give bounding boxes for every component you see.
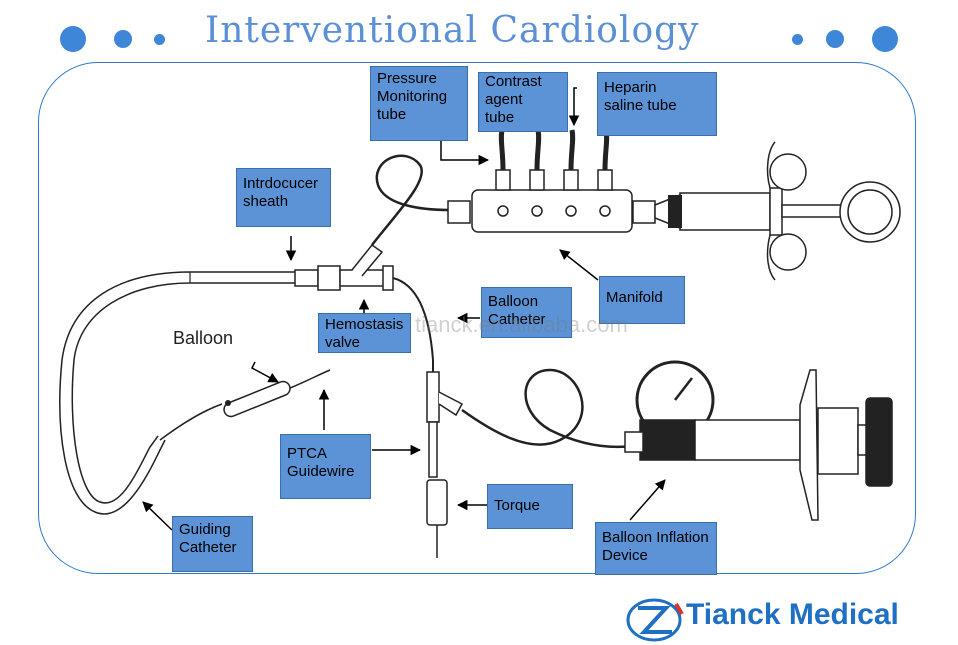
label-guiding-catheter: Guiding Catheter bbox=[172, 516, 253, 572]
page-title: Interventional Cardiology bbox=[205, 10, 700, 51]
title-dot-right-large bbox=[872, 26, 898, 52]
label-heparin-saline-tube: Heparin saline tube bbox=[597, 72, 717, 136]
guiding-catheter-shape bbox=[59, 271, 295, 515]
manifold-shape bbox=[447, 169, 656, 233]
watermark: tianck.en.alibaba.com bbox=[415, 312, 628, 337]
label-contrast-agent-tube: Contrast agent tube bbox=[478, 72, 568, 132]
inflation-device-shape bbox=[624, 360, 893, 521]
title-dot-left-large bbox=[60, 26, 86, 52]
title-dot-left-small bbox=[154, 34, 165, 45]
label-manifold: Manifold bbox=[599, 276, 685, 324]
label-pressure-monitoring-tube: Pressure Monitoring tube bbox=[370, 66, 468, 141]
balloon-catheter-line bbox=[392, 277, 434, 375]
title-dot-right-medium bbox=[826, 30, 844, 48]
title-dot-left-medium bbox=[114, 30, 132, 48]
syringe-plunger-tip bbox=[668, 195, 682, 228]
balloon-shape bbox=[159, 369, 331, 441]
label-arrows bbox=[142, 87, 666, 531]
label-balloon-catheter: Balloon Catheter bbox=[481, 287, 572, 338]
syringe-shape bbox=[654, 141, 901, 281]
inflation-tubing bbox=[461, 368, 641, 449]
torque-shape bbox=[426, 479, 448, 558]
label-ptca-guidewire: PTCA Guidewire bbox=[280, 434, 371, 499]
label-balloon: Balloon bbox=[173, 328, 234, 348]
label-torque: Torque bbox=[487, 484, 573, 529]
label-introducer-sheath: Intrdocucer sheath bbox=[236, 168, 331, 227]
label-balloon-inflation-device: Balloon Inflation Device bbox=[595, 522, 717, 575]
tubing-to-manifold bbox=[371, 154, 451, 246]
brand-name: Tianck Medical bbox=[686, 598, 899, 631]
title-dot-right-small bbox=[792, 34, 803, 45]
label-hemostasis-valve: Hemostasis valve bbox=[318, 313, 411, 353]
manifold-tubes bbox=[498, 129, 610, 171]
second-y-connector bbox=[426, 371, 464, 478]
diagram-frame bbox=[38, 62, 916, 574]
tianck-logo-icon bbox=[626, 598, 684, 642]
hemostasis-valve-shape bbox=[294, 243, 394, 291]
